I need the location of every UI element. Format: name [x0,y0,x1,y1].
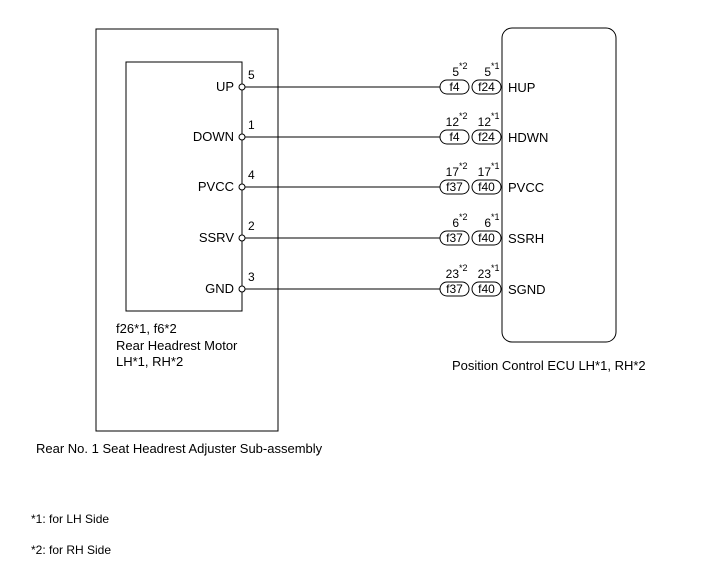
connector-note-mark: *2 [459,61,468,71]
note-lh: *1: for LH Side [31,512,110,526]
connector-pill [439,129,470,145]
ecu-terminal-name: HUP [508,80,535,95]
motor-terminal-pin [238,83,246,91]
connector-note-mark: *2 [459,263,468,273]
motor-connector-label: f26*1, f6*2 [116,321,177,336]
sub-assembly-box [95,28,279,432]
connector-note-mark: *1 [491,161,500,171]
motor-terminal-pin [238,285,246,293]
connector-pill [471,79,502,95]
connector-id: f4 [449,80,459,94]
connector-pill [439,79,470,95]
motor-terminal-name: UP [216,79,234,94]
connector-note-mark: *1 [491,212,500,222]
motor-terminal-pin [238,183,246,191]
connector-pin-number: 5 [452,65,459,79]
connector-pill [439,179,470,195]
motor-name-label: Rear Headrest Motor [116,338,238,353]
connector-id: f24 [478,80,495,94]
connector-note-mark: *1 [491,263,500,273]
connector-id: f37 [446,231,463,245]
motor-side-label: LH*1, RH*2 [116,354,183,369]
connector-id: f4 [449,130,459,144]
connector-note-mark: *2 [459,111,468,121]
connector-note-mark: *2 [459,212,468,222]
connector-pin-number: 12 [478,115,492,129]
ecu-terminal-name: HDWN [508,130,548,145]
connector-id: f40 [478,282,495,296]
motor-terminal-name: DOWN [193,129,234,144]
motor-pin-number: 1 [248,118,255,132]
connector-id: f24 [478,130,495,144]
connector-pin-number: 17 [478,165,492,179]
connector-id: f37 [446,282,463,296]
connector-pin-number: 6 [452,216,459,230]
ecu-label: Position Control ECU LH*1, RH*2 [452,358,646,373]
connector-id: f40 [478,180,495,194]
ecu-terminal-name: PVCC [508,180,544,195]
motor-terminal-name: PVCC [198,179,234,194]
ecu-terminal-name: SGND [508,282,546,297]
connector-note-mark: *1 [491,111,500,121]
connector-pill [439,230,470,246]
motor-terminal-name: GND [205,281,234,296]
connector-pin-number: 12 [446,115,460,129]
motor-pin-number: 2 [248,219,255,233]
note-rh: *2: for RH Side [31,543,112,557]
connector-id: f40 [478,231,495,245]
motor-terminal-pin [238,133,246,141]
connector-pin-number: 5 [484,65,491,79]
connector-pill [471,179,502,195]
connector-note-mark: *1 [491,61,500,71]
connector-pin-number: 23 [446,267,460,281]
connector-pill [471,281,502,297]
motor-pin-number: 5 [248,68,255,82]
connector-pill [471,230,502,246]
connector-pin-number: 23 [478,267,492,281]
motor-terminal-name: SSRV [199,230,234,245]
assembly-label: Rear No. 1 Seat Headrest Adjuster Sub-as… [36,441,323,456]
connector-pin-number: 6 [484,216,491,230]
connector-pin-number: 17 [446,165,460,179]
connector-id: f37 [446,180,463,194]
connector-pill [471,129,502,145]
connector-pill [439,281,470,297]
motor-pin-number: 3 [248,270,255,284]
motor-pin-number: 4 [248,168,255,182]
motor-terminal-pin [238,234,246,242]
ecu-box [501,27,617,343]
ecu-terminal-name: SSRH [508,231,544,246]
connector-note-mark: *2 [459,161,468,171]
